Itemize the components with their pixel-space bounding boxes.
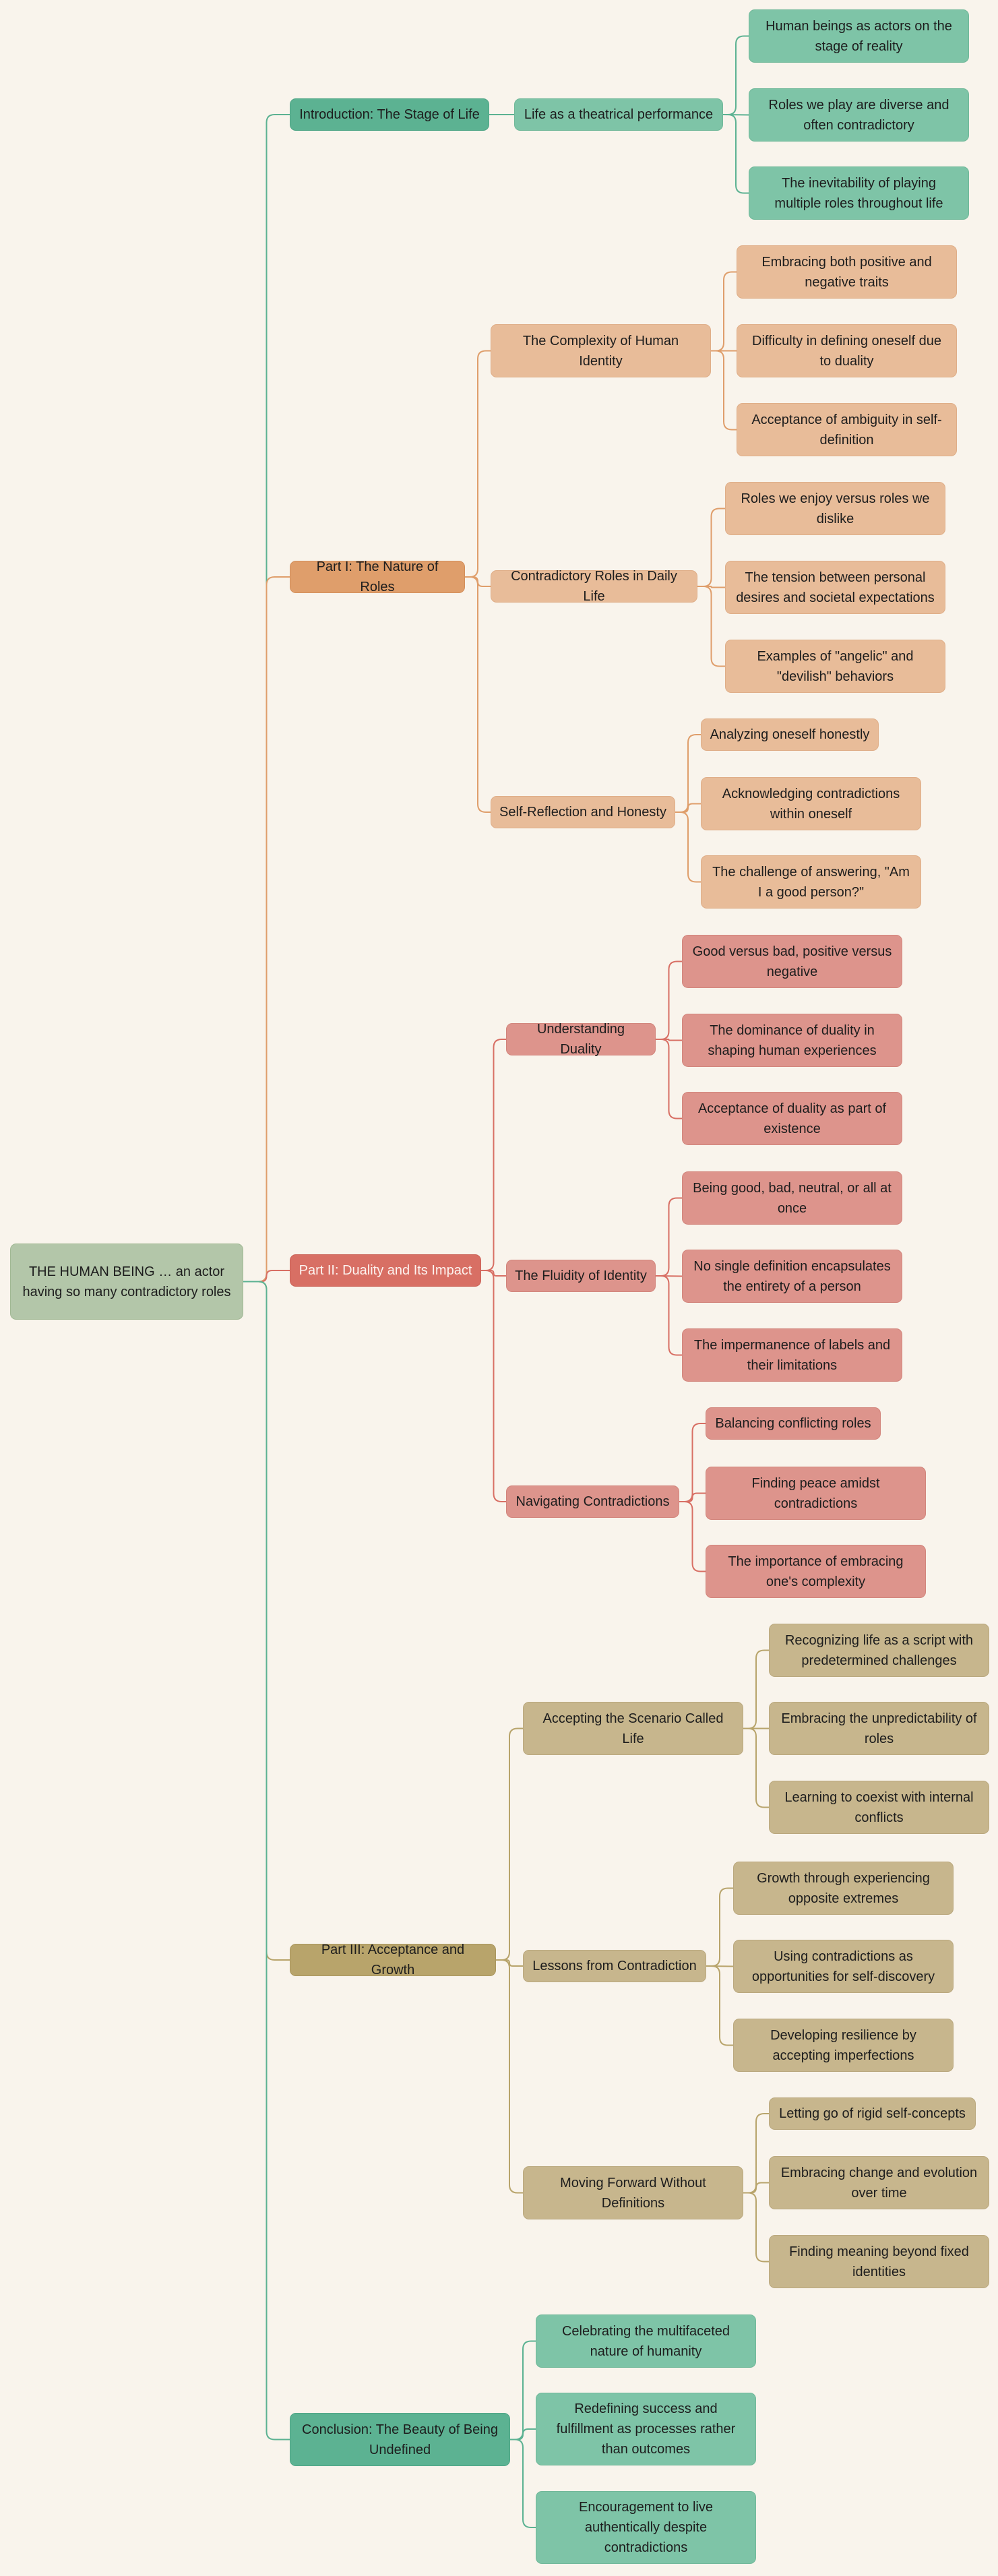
link-part1-leaf-1-1 bbox=[711, 271, 737, 352]
part2-sub-1[interactable]: Understanding Duality bbox=[506, 1022, 656, 1057]
part3-leaf-3-1[interactable]: Letting go of rigid self-concepts bbox=[769, 2097, 976, 2130]
part3-leaf-1-1[interactable]: Recognizing life as a script with predet… bbox=[769, 1624, 989, 1677]
part2-sub-3[interactable]: Navigating Contradictions bbox=[506, 1485, 679, 1518]
link-part3-sub-1 bbox=[496, 1727, 523, 1961]
link-part1-leaf-3-3 bbox=[675, 811, 701, 883]
part1-leaf-1-1[interactable]: Embracing both positive and negative tra… bbox=[737, 245, 957, 299]
link-part1-leaf-2-1 bbox=[697, 508, 725, 587]
link-part3-sub-2 bbox=[496, 1959, 523, 1967]
link-part2-leaf-1-1 bbox=[656, 960, 682, 1040]
part1-sub-2[interactable]: Contradictory Roles in Daily Life bbox=[491, 569, 697, 604]
link-intro-leaf-3 bbox=[723, 114, 749, 194]
part3-sub-2[interactable]: Lessons from Contradiction bbox=[523, 1950, 706, 1982]
part2-leaf-2-2[interactable]: No single definition encapsulates the en… bbox=[682, 1250, 902, 1303]
link-part3-leaf-3-2 bbox=[743, 2182, 769, 2194]
conclusion-leaf-2[interactable]: Redefining success and fulfillment as pr… bbox=[536, 2393, 756, 2465]
link-conclusion-leaf-3 bbox=[510, 2439, 536, 2528]
part3-leaf-2-2[interactable]: Using contradictions as opportunities fo… bbox=[733, 1940, 954, 1993]
link-intro-leaf-1 bbox=[723, 35, 749, 115]
part2-leaf-3-3[interactable]: The importance of embracing one's comple… bbox=[706, 1545, 926, 1598]
conclusion-leaf-1[interactable]: Celebrating the multifaceted nature of h… bbox=[536, 2314, 756, 2368]
link-root-part1 bbox=[243, 576, 290, 1283]
intro-leaf-1[interactable]: Human beings as actors on the stage of r… bbox=[749, 9, 969, 63]
link-root-part2 bbox=[243, 1270, 290, 1283]
part1-title[interactable]: Part I: The Nature of Roles bbox=[290, 559, 465, 594]
conclusion-title[interactable]: Conclusion: The Beauty of Being Undefine… bbox=[290, 2413, 510, 2466]
part1-leaf-2-3[interactable]: Examples of "angelic" and "devilish" beh… bbox=[725, 640, 945, 693]
link-part1-leaf-2-3 bbox=[697, 586, 725, 667]
link-part3-leaf-3-3 bbox=[743, 2192, 769, 2263]
intro-leaf-3[interactable]: The inevitability of playing multiple ro… bbox=[749, 166, 969, 220]
link-part2-leaf-1-2 bbox=[656, 1039, 682, 1041]
link-part1-sub-1 bbox=[465, 350, 491, 578]
link-part1-leaf-3-1 bbox=[675, 734, 701, 813]
link-part3-sub-3 bbox=[496, 1959, 523, 2194]
link-part1-leaf-1-3 bbox=[711, 350, 737, 431]
link-part2-leaf-1-3 bbox=[656, 1039, 682, 1120]
part2-title[interactable]: Part II: Duality and Its Impact bbox=[290, 1254, 481, 1287]
conclusion-leaf-3[interactable]: Encouragement to live authentically desp… bbox=[536, 2491, 756, 2564]
link-part2-leaf-2-1 bbox=[656, 1197, 682, 1277]
part3-leaf-2-3[interactable]: Developing resilience by accepting imper… bbox=[733, 2019, 954, 2072]
link-part2-sub-2 bbox=[481, 1270, 506, 1277]
link-part2-leaf-3-1 bbox=[679, 1423, 706, 1502]
part3-leaf-2-1[interactable]: Growth through experiencing opposite ext… bbox=[733, 1862, 954, 1915]
part2-leaf-1-2[interactable]: The dominance of duality in shaping huma… bbox=[682, 1014, 902, 1067]
part2-leaf-3-2[interactable]: Finding peace amidst contradictions bbox=[706, 1467, 926, 1520]
root-node[interactable]: THE HUMAN BEING … an actor having so man… bbox=[10, 1244, 243, 1320]
link-part3-leaf-1-1 bbox=[743, 1649, 769, 1729]
part1-sub-1[interactable]: The Complexity of Human Identity bbox=[491, 324, 711, 377]
link-part2-leaf-3-2 bbox=[679, 1492, 706, 1502]
link-conclusion-leaf-2 bbox=[510, 2428, 536, 2441]
link-part1-leaf-3-2 bbox=[675, 803, 701, 813]
part1-leaf-3-2[interactable]: Acknowledging contradictions within ones… bbox=[701, 777, 921, 830]
part1-leaf-1-2[interactable]: Difficulty in defining oneself due to du… bbox=[737, 324, 957, 377]
link-part3-leaf-3-1 bbox=[743, 2113, 769, 2194]
part2-leaf-3-1[interactable]: Balancing conflicting roles bbox=[706, 1407, 881, 1440]
part2-leaf-2-1[interactable]: Being good, bad, neutral, or all at once bbox=[682, 1171, 902, 1225]
part3-leaf-1-3[interactable]: Learning to coexist with internal confli… bbox=[769, 1781, 989, 1834]
part1-leaf-2-2[interactable]: The tension between personal desires and… bbox=[725, 561, 945, 614]
intro-title[interactable]: Introduction: The Stage of Life bbox=[290, 98, 489, 131]
part3-leaf-3-2[interactable]: Embracing change and evolution over time bbox=[769, 2156, 989, 2209]
part1-leaf-2-1[interactable]: Roles we enjoy versus roles we dislike bbox=[725, 482, 945, 535]
intro-sub[interactable]: Life as a theatrical performance bbox=[514, 98, 723, 131]
link-part3-leaf-2-3 bbox=[706, 1965, 733, 2046]
link-part2-leaf-2-3 bbox=[656, 1275, 682, 1356]
part2-sub-2[interactable]: The Fluidity of Identity bbox=[506, 1260, 656, 1292]
part2-leaf-1-3[interactable]: Acceptance of duality as part of existen… bbox=[682, 1092, 902, 1145]
link-root-conclusion bbox=[243, 1281, 290, 2441]
link-part3-leaf-2-1 bbox=[706, 1887, 733, 1967]
link-part1-leaf-2-2 bbox=[697, 586, 725, 588]
part2-leaf-1-1[interactable]: Good versus bad, positive versus negativ… bbox=[682, 935, 902, 988]
link-conclusion-leaf-1 bbox=[510, 2340, 536, 2441]
part1-sub-3[interactable]: Self-Reflection and Honesty bbox=[491, 796, 675, 828]
part3-leaf-1-2[interactable]: Embracing the unpredictability of roles bbox=[769, 1702, 989, 1755]
link-part2-sub-3 bbox=[481, 1270, 506, 1502]
part3-leaf-3-3[interactable]: Finding meaning beyond fixed identities bbox=[769, 2235, 989, 2288]
part1-leaf-1-3[interactable]: Acceptance of ambiguity in self-definiti… bbox=[737, 403, 957, 456]
link-part2-leaf-3-3 bbox=[679, 1501, 706, 1572]
link-part3-leaf-1-3 bbox=[743, 1727, 769, 1808]
part2-leaf-2-3[interactable]: The impermanence of labels and their lim… bbox=[682, 1328, 902, 1382]
part1-leaf-3-3[interactable]: The challenge of answering, "Am I a good… bbox=[701, 855, 921, 909]
part3-sub-1[interactable]: Accepting the Scenario Called Life bbox=[523, 1702, 743, 1755]
link-part1-sub-3 bbox=[465, 576, 491, 813]
intro-leaf-2[interactable]: Roles we play are diverse and often cont… bbox=[749, 88, 969, 142]
part3-title[interactable]: Part III: Acceptance and Growth bbox=[290, 1942, 496, 1977]
link-part2-sub-1 bbox=[481, 1039, 506, 1271]
part3-sub-3[interactable]: Moving Forward Without Definitions bbox=[523, 2166, 743, 2219]
part1-leaf-3-1[interactable]: Analyzing oneself honestly bbox=[701, 718, 879, 751]
